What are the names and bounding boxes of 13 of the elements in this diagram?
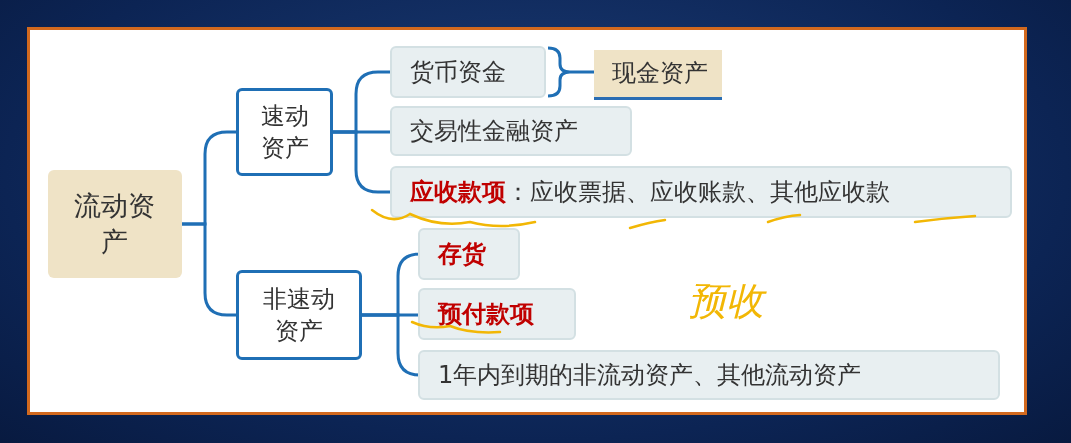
- note-box: 现金资产: [594, 50, 722, 100]
- connector-line: [182, 222, 236, 317]
- leaf-topic-box: 交易性金融资产: [390, 106, 632, 156]
- curly-brace: [546, 46, 596, 98]
- branch-topic-box: 非速动资产: [236, 270, 362, 360]
- root-topic-box: 流动资产: [48, 170, 182, 278]
- leaf-topic-box: 存货: [418, 228, 520, 280]
- leaf-topic-box: 货币资金: [390, 46, 546, 98]
- leaf-topic-box: 1年内到期的非流动资产、其他流动资产: [418, 350, 1000, 400]
- branch-topic-box: 速动资产: [236, 88, 333, 176]
- leaf-topic-box: 预付款项: [418, 288, 576, 340]
- leaf-topic-box: 应收款项：应收票据、应收账款、其他应收款: [390, 166, 1012, 218]
- connector-line: [333, 130, 390, 194]
